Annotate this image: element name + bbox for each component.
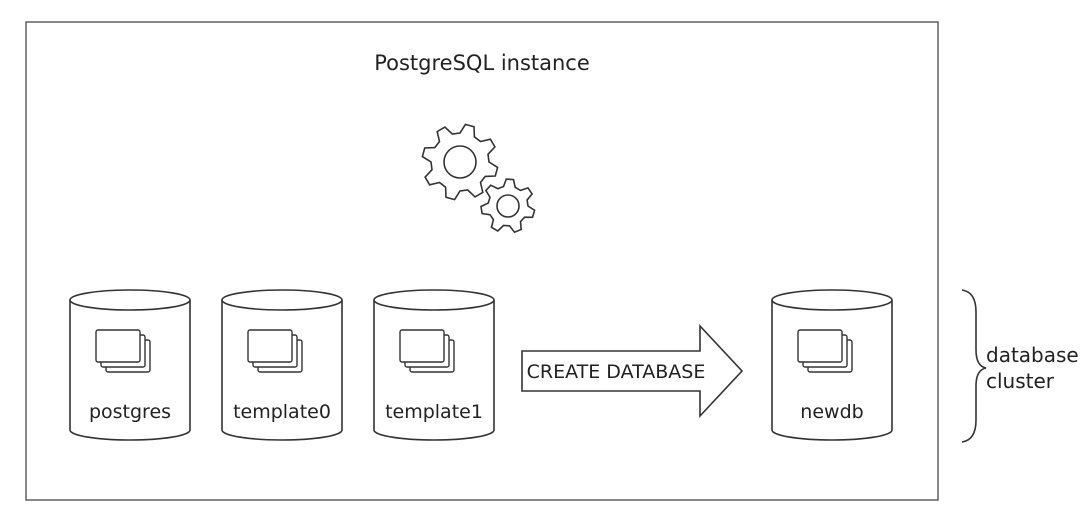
database-cylinder-postgres: postgres <box>69 289 191 441</box>
stacked-pages-icon <box>399 329 455 373</box>
instance-title: PostgreSQL instance <box>374 51 590 75</box>
cluster-brace <box>961 289 987 443</box>
database-label: postgres <box>89 401 171 423</box>
database-label: newdb <box>800 401 863 423</box>
database-cylinder-template0: template0 <box>221 289 343 441</box>
cluster-label-line1: database <box>986 343 1079 367</box>
gear-large <box>421 123 499 201</box>
database-label: template0 <box>233 401 331 423</box>
arrow-label: CREATE DATABASE <box>527 361 706 383</box>
stacked-pages-icon <box>797 329 853 373</box>
instance-frame <box>25 21 939 501</box>
stacked-pages-icon <box>247 329 303 373</box>
create-database-arrow: CREATE DATABASE <box>521 323 744 419</box>
stacked-pages-icon <box>95 329 151 373</box>
database-cylinder-newdb: newdb <box>771 289 893 441</box>
database-cylinder-template1: template1 <box>373 289 495 441</box>
gear-small <box>480 178 536 234</box>
cluster-label-line2: cluster <box>986 369 1055 393</box>
database-label: template1 <box>385 401 483 423</box>
gears-icon <box>421 123 536 234</box>
